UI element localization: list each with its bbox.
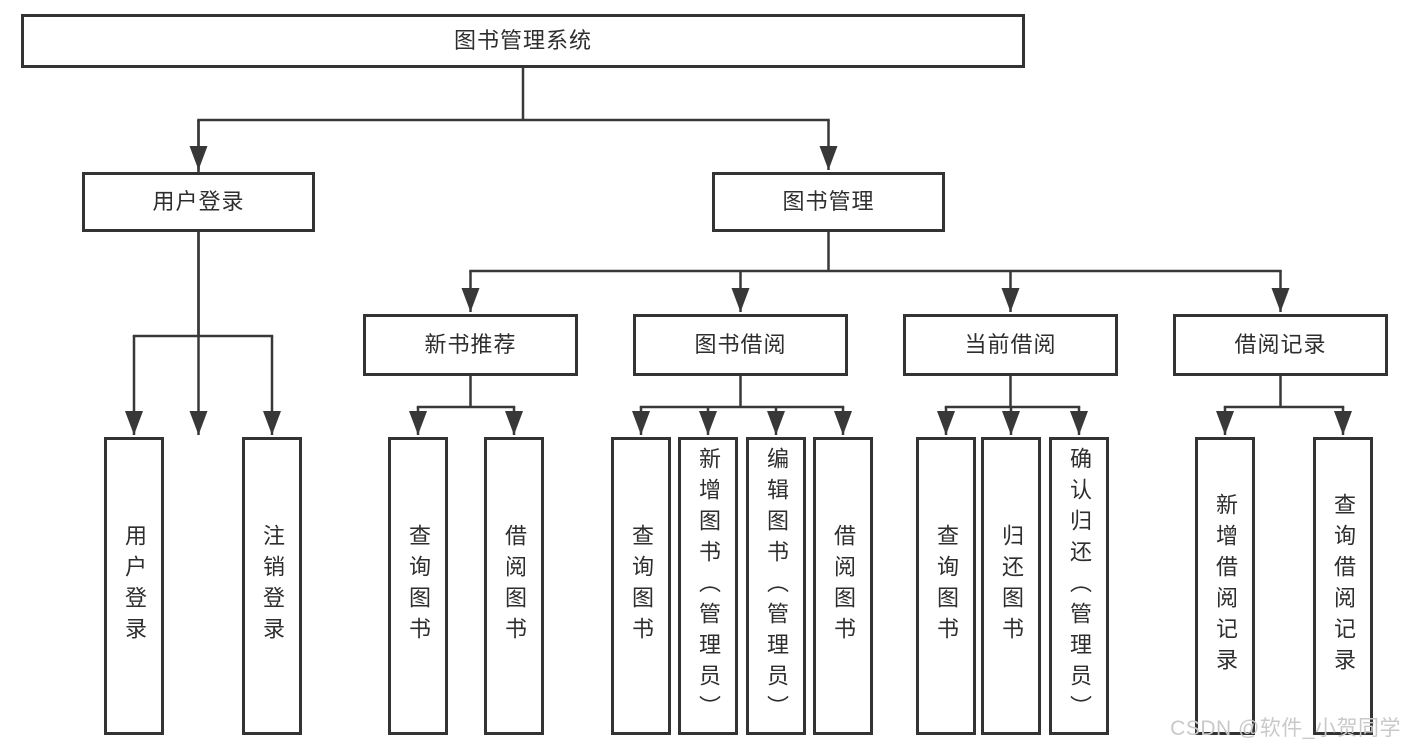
leaf-label: 查询图书 [406, 524, 431, 648]
node-root-system: 图书管理系统 [21, 14, 1025, 68]
leaf-edit-book-admin: 编辑图书（管理员） [746, 437, 806, 735]
leaf-label: 新增借阅记录 [1213, 493, 1238, 679]
csdn-watermark: CSDN @软件_小贺同学 [1170, 717, 1401, 740]
leaf-label: 查询借阅记录 [1331, 493, 1356, 679]
leaf-label: 新增图书（管理员） [696, 446, 721, 726]
node-current-borrowing: 当前借阅 [903, 314, 1118, 376]
leaf-label: 编辑图书（管理员） [764, 446, 789, 726]
leaf-user-login: 用户登录 [104, 437, 164, 735]
node-user-login-branch: 用户登录 [82, 172, 315, 232]
leaf-query-books-current: 查询图书 [916, 437, 976, 735]
leaf-logout: 注销登录 [242, 437, 302, 735]
leaf-label: 确认归还（管理员） [1067, 446, 1092, 726]
leaf-borrow-books-borrowing: 借阅图书 [813, 437, 873, 735]
leaf-label: 用户登录 [122, 524, 147, 648]
leaf-query-borrow-record: 查询借阅记录 [1313, 437, 1373, 735]
node-book-borrowing: 图书借阅 [633, 314, 848, 376]
leaf-label: 归还图书 [999, 524, 1024, 648]
node-borrowing-records: 借阅记录 [1173, 314, 1388, 376]
leaf-query-books-recommend: 查询图书 [388, 437, 448, 735]
leaf-confirm-return-admin: 确认归还（管理员） [1049, 437, 1109, 735]
leaf-borrow-books-recommend: 借阅图书 [484, 437, 544, 735]
leaf-label: 注销登录 [260, 524, 285, 648]
leaf-query-books-borrowing: 查询图书 [611, 437, 671, 735]
leaf-add-book-admin: 新增图书（管理员） [678, 437, 738, 735]
leaf-return-book: 归还图书 [981, 437, 1041, 735]
leaf-label: 借阅图书 [831, 524, 856, 648]
node-new-book-recommendation: 新书推荐 [363, 314, 578, 376]
leaf-label: 查询图书 [934, 524, 959, 648]
leaf-label: 借阅图书 [502, 524, 527, 648]
node-book-management-branch: 图书管理 [712, 172, 945, 232]
leaf-add-borrow-record: 新增借阅记录 [1195, 437, 1255, 735]
leaf-label: 查询图书 [629, 524, 654, 648]
